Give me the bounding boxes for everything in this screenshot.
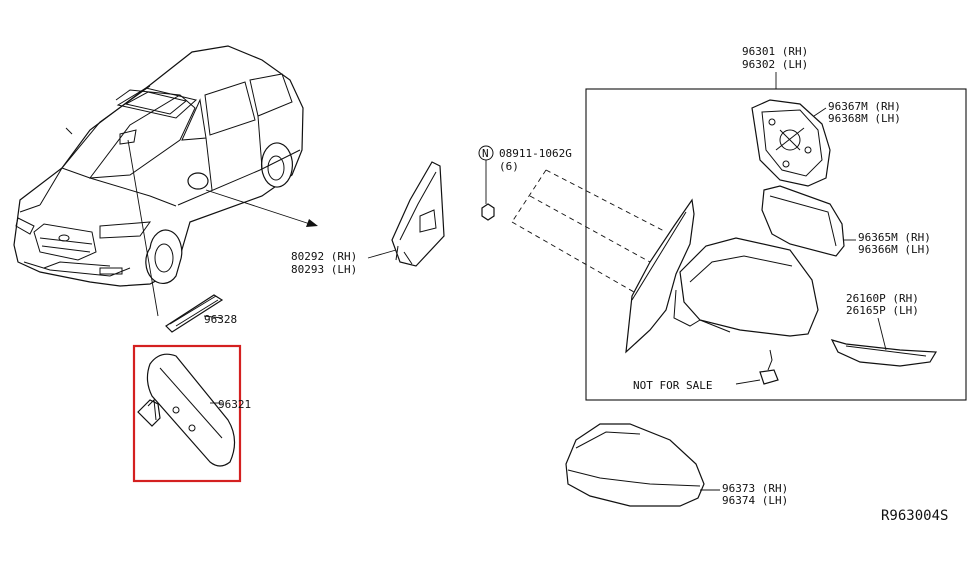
turn-signal-lh: 26165P (LH) (846, 304, 919, 317)
mirror-glass-rh: 96365M (RH) (858, 231, 931, 244)
nut-number: 08911-1062G (499, 147, 572, 160)
mirror-cover: 96373 (RH) 96374 (LH) (565, 423, 788, 507)
corner-finisher-lh: 80293 (LH) (291, 263, 357, 276)
mirror-corner-finisher: 80292 (RH) 80293 (LH) (291, 161, 445, 276)
inside-mirror-label: 96321 (218, 398, 251, 411)
outside-mirror-body (625, 198, 819, 354)
inside-mirror-cover: 96328 (165, 294, 237, 333)
inside-mirror-cover-label: 96328 (204, 313, 237, 326)
mirror-cover-rh: 96373 (RH) (722, 482, 788, 495)
actuator-lh: 96368M (LH) (828, 112, 901, 125)
nut-part: N 08911-1062G (6) (478, 145, 667, 293)
actuator-rh: 96367M (RH) (828, 100, 901, 113)
turn-signal-lamp: 26160P (RH) 26165P (LH) (830, 292, 938, 367)
diagram-code: R963004S (881, 508, 948, 524)
mirror-actuator: 96367M (RH) 96368M (LH) (751, 99, 901, 187)
mirror-cover-lh: 96374 (LH) (722, 494, 788, 507)
mirror-assembly-box: 96301 (RH) 96302 (LH) (585, 45, 967, 401)
vehicle-illustration (13, 45, 318, 317)
mirror-assembly-rh: 96301 (RH) (742, 45, 808, 58)
mirror-glass: 96365M (RH) 96366M (LH) (761, 185, 931, 257)
nut-qty: (6) (499, 160, 519, 173)
inside-mirror: 96321 (132, 344, 251, 483)
mirror-assembly-lh: 96302 (LH) (742, 58, 808, 71)
corner-finisher-rh: 80292 (RH) (291, 250, 357, 263)
not-for-sale-connector: NOT FOR SALE (633, 349, 779, 392)
nut-circle-letter: N (482, 147, 489, 160)
highlight-box (132, 344, 242, 483)
turn-signal-rh: 26160P (RH) (846, 292, 919, 305)
not-for-sale-note: NOT FOR SALE (633, 379, 712, 392)
mirror-glass-lh: 96366M (LH) (858, 243, 931, 256)
